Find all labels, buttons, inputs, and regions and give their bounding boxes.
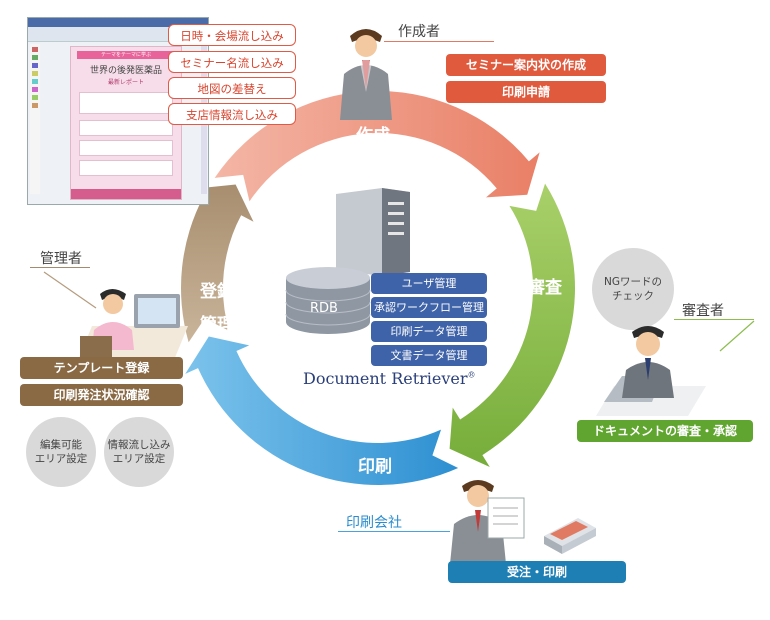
preview-block [79,92,173,114]
preview-footer [71,189,181,199]
preview-subtitle: 最新レポート [107,79,144,86]
rdb-disk-icon [285,267,371,334]
role-reviewer: 審査者 [682,303,724,319]
admin-pointer-line [43,271,97,309]
product-name: Document Retriever [303,369,468,388]
printed-documents-icon [544,518,596,554]
function-print-data-management: 印刷データ管理 [371,321,487,342]
role-printer: 印刷会社 [346,515,402,531]
role-creator: 作成者 [398,24,440,40]
stage-register-label: 登録 [200,282,234,302]
admin-person-icon [78,289,188,360]
preview-title: 世界の後発医薬品 [89,66,162,76]
reviewer-underline [674,319,754,320]
creator-underline [384,41,494,42]
stage-manage-label: 管理 [200,315,234,335]
stage-create-label: 作成 [356,126,390,146]
stage-review-label: 審査 [528,278,562,298]
product-logo: Document Retriever® [303,369,476,388]
creator-person-icon [340,29,392,120]
app-tool-palette [30,44,40,194]
task-datetime-venue: 日時・会場流し込み [168,24,296,46]
admin-action-template-register[interactable]: テンプレート登録 [20,357,183,379]
arrow-register [181,184,254,343]
server-icon [336,188,410,276]
task-map-replace: 地図の差替え [168,77,296,99]
reviewer-note-ng-word: NGワードの チェック [592,248,674,330]
app-document-preview: テーマをテーマに学ぶ 世界の後発医薬品 最新レポート [70,46,182,200]
admin-note-insert-area: 情報流し込み エリア設定 [104,417,174,487]
admin-note-editable-area: 編集可能 エリア設定 [26,417,96,487]
printer-action-order-print[interactable]: 受注・印刷 [448,561,626,583]
arrow-print [185,336,459,485]
reviewer-pointer-line [719,320,755,352]
admin-action-order-status[interactable]: 印刷発注状況確認 [20,384,183,406]
printer-person-icon [450,480,525,564]
preview-block [79,140,173,156]
reviewer-action-review-approve[interactable]: ドキュメントの審査・承認 [577,420,753,442]
task-branch-info: 支店情報流し込み [168,103,296,125]
preview-block [79,160,173,176]
app-toolbar [28,27,208,42]
function-document-data-management: 文書データ管理 [371,345,487,366]
printer-underline [338,531,450,532]
arrow-review [449,183,575,467]
function-user-management: ユーザ管理 [371,273,487,294]
creator-action-print-request[interactable]: 印刷申請 [446,81,606,103]
role-admin: 管理者 [40,251,82,267]
reviewer-person-icon [596,326,706,416]
stage-print-label: 印刷 [358,457,392,477]
rdb-label: RDB [310,301,338,316]
admin-underline [30,267,90,268]
registered-mark: ® [467,370,476,380]
function-workflow-management: 承認ワークフロー管理 [371,297,487,318]
app-titlebar [28,18,208,27]
task-seminar-name: セミナー名流し込み [168,51,296,73]
preview-banner: テーマをテーマに学ぶ [77,51,175,59]
creator-action-invitation[interactable]: セミナー案内状の作成 [446,54,606,76]
preview-block [79,120,173,136]
